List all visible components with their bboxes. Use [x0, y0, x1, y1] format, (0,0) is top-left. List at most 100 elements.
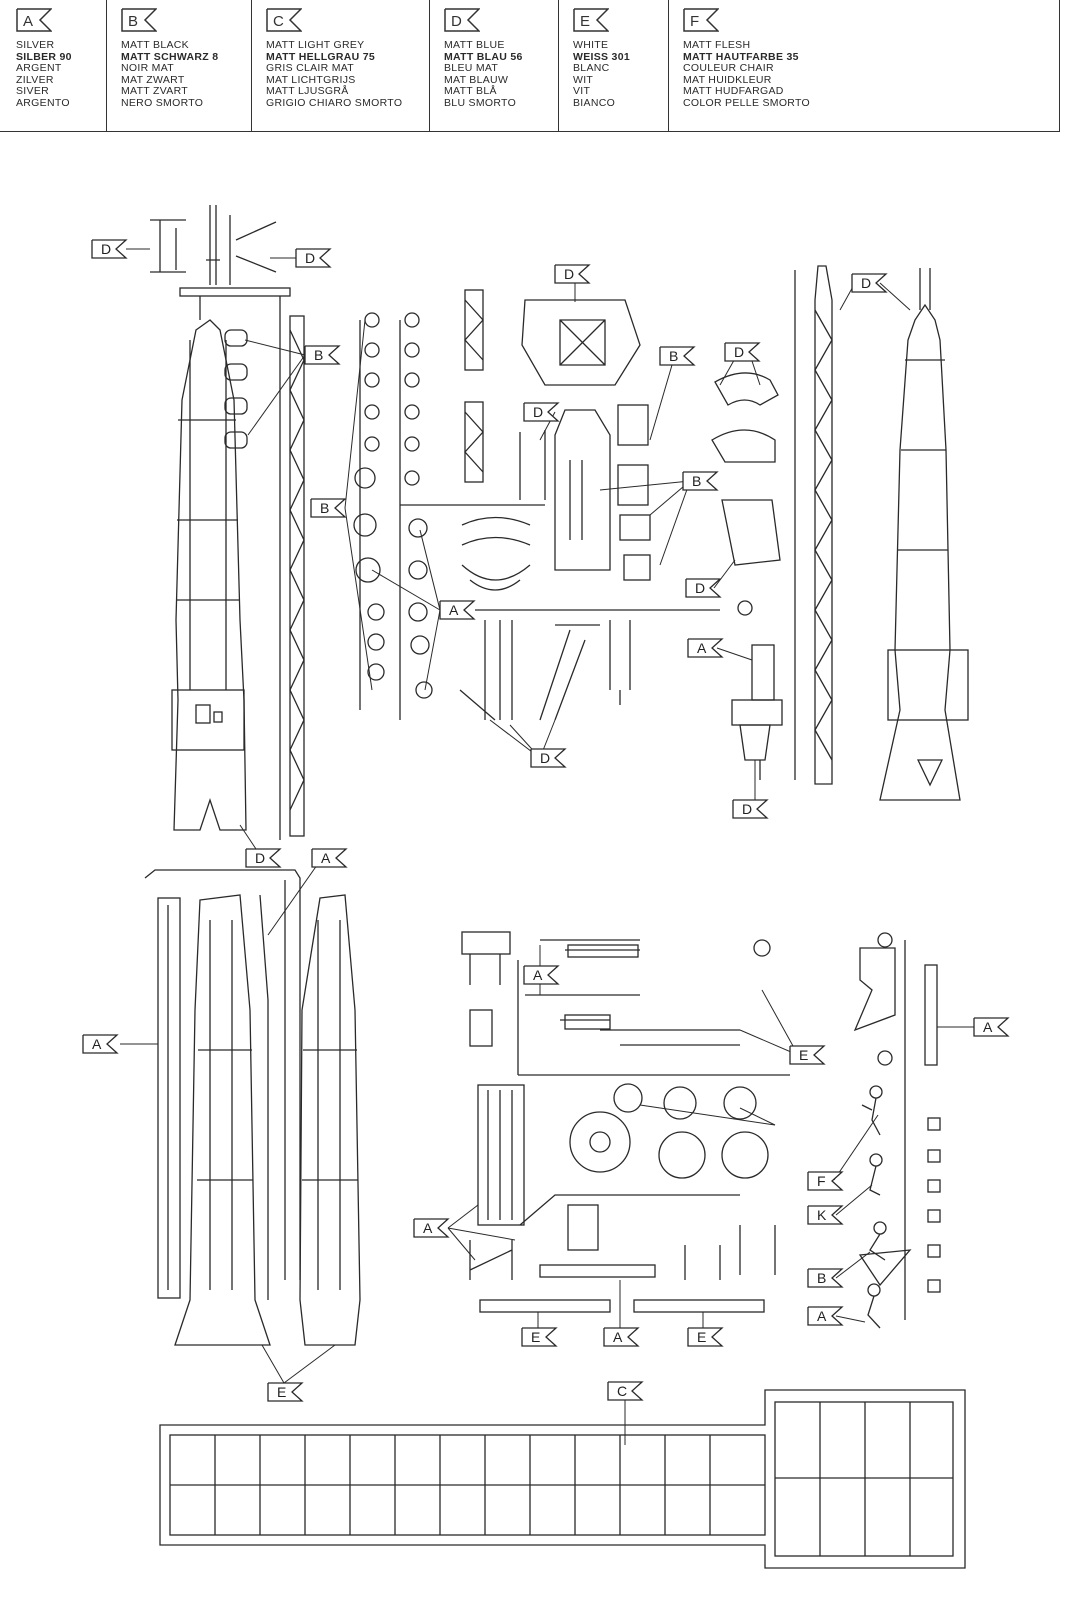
legend-italian: BLU SMORTO — [444, 96, 517, 109]
callout-tag: A — [413, 1218, 450, 1238]
legend-code: E — [580, 13, 590, 30]
svg-text:A: A — [613, 1329, 623, 1345]
callout-tag: A — [687, 638, 724, 658]
flag-icon: E — [573, 8, 609, 32]
svg-text:D: D — [861, 275, 871, 291]
sprue-figures — [853, 932, 941, 1329]
callout-tag: B — [304, 345, 341, 365]
callout-tag: A — [311, 848, 348, 868]
legend-code: F — [690, 13, 699, 30]
legend-column-c: C MATT LIGHT GREY MATT HELLGRAU 75 GRIS … — [251, 0, 429, 132]
svg-text:D: D — [540, 750, 550, 766]
rocket-side-view — [879, 268, 969, 801]
legend-french: BLEU MAT — [444, 62, 499, 75]
legend-italian: GRIGIO CHIARO SMORTO — [266, 96, 403, 109]
svg-text:A: A — [423, 1220, 433, 1236]
flag-icon: B — [121, 8, 157, 32]
callout-tag: K — [807, 1205, 844, 1225]
legend-column-d: D MATT BLUE MATT BLAU 56 BLEU MAT MAT BL… — [429, 0, 558, 132]
callout-tag: E — [789, 1045, 826, 1065]
legend-column-a: A SILVER SILBER 90 ARGENT ZILVER SIVER A… — [0, 0, 106, 132]
legend-paint-number: WEISS 301 — [573, 50, 630, 63]
legend-code: D — [451, 13, 462, 30]
legend-paint-number: MATT SCHWARZ 8 — [121, 50, 219, 63]
svg-text:A: A — [449, 602, 459, 618]
legend-dutch: MAT BLAUW — [444, 73, 509, 86]
flag-icon: D — [444, 8, 480, 32]
legend-code: C — [273, 13, 284, 30]
legend-color-name: WHITE — [573, 39, 609, 51]
legend-italian: COLOR PELLE SMORTO — [683, 96, 810, 109]
svg-text:A: A — [92, 1036, 102, 1052]
svg-text:A: A — [321, 850, 331, 866]
callout-tag: E — [267, 1382, 304, 1402]
callout-tag: D — [245, 848, 282, 868]
svg-text:B: B — [692, 473, 701, 489]
svg-text:A: A — [817, 1308, 827, 1324]
base-plate — [159, 1389, 966, 1569]
svg-text:D: D — [305, 250, 315, 266]
svg-text:B: B — [817, 1270, 826, 1286]
legend-swedish: MATT ZVART — [121, 85, 188, 98]
callout-tag: D — [91, 239, 128, 259]
callout-tag: F — [807, 1171, 844, 1191]
flag-icon: F — [683, 8, 719, 32]
svg-text:D: D — [533, 404, 543, 420]
sprue-right-parts — [711, 265, 833, 785]
sprue-center-parts — [459, 289, 651, 721]
legend-french: BLANC — [573, 62, 610, 75]
callout-tag: B — [807, 1268, 844, 1288]
callout-tag: A — [82, 1034, 119, 1054]
callout-tag: B — [682, 471, 719, 491]
svg-text:K: K — [817, 1207, 827, 1223]
svg-text:E: E — [531, 1329, 540, 1345]
legend-italian: BIANCO — [573, 96, 616, 109]
callout-tag: B — [310, 498, 347, 518]
svg-text:A: A — [983, 1019, 993, 1035]
callout-tag: C — [607, 1381, 644, 1401]
callout-tag: A — [523, 965, 560, 985]
svg-text:D: D — [734, 344, 744, 360]
paint-color-legend: A SILVER SILBER 90 ARGENT ZILVER SIVER A… — [0, 0, 1060, 132]
legend-french: NOIR MAT — [121, 62, 174, 75]
callout-tag: B — [659, 346, 696, 366]
svg-text:F: F — [817, 1173, 826, 1189]
sprue-vehicle-parts — [461, 931, 790, 1313]
sprue-rocket-halves — [144, 869, 361, 1346]
legend-color-name: MATT BLUE — [444, 39, 505, 51]
legend-color-name: SILVER — [16, 39, 55, 51]
legend-italian: NERO SMORTO — [121, 96, 204, 109]
svg-text:E: E — [277, 1384, 286, 1400]
legend-color-name: MATT FLESH — [683, 39, 751, 51]
callout-tag: D — [685, 578, 722, 598]
legend-paint-number: MATT HELLGRAU 75 — [266, 50, 376, 63]
legend-color-name: MATT LIGHT GREY — [266, 39, 365, 51]
leader-lines — [120, 248, 974, 1445]
svg-text:D: D — [101, 241, 111, 257]
callout-tag: D — [530, 748, 567, 768]
svg-text:D: D — [742, 801, 752, 817]
callout-tag: D — [295, 248, 332, 268]
flag-icon: C — [266, 8, 302, 32]
legend-dutch: MAT LICHTGRIJS — [266, 73, 356, 86]
callout-tag: D — [554, 264, 591, 284]
svg-text:A: A — [697, 640, 707, 656]
callout-tag: D — [724, 342, 761, 362]
svg-text:E: E — [697, 1329, 706, 1345]
svg-text:D: D — [695, 580, 705, 596]
svg-text:B: B — [314, 347, 323, 363]
legend-italian: ARGENTO — [16, 96, 70, 109]
legend-paint-number: SILBER 90 — [16, 50, 72, 63]
legend-color-name: MATT BLACK — [121, 39, 189, 51]
svg-text:D: D — [564, 266, 574, 282]
legend-paint-number: MATT BLAU 56 — [444, 50, 523, 63]
legend-dutch: WIT — [573, 73, 594, 86]
legend-swedish: SIVER — [16, 85, 50, 98]
svg-text:A: A — [533, 967, 543, 983]
svg-text:B: B — [320, 500, 329, 516]
parts-diagram: D D B B D D B D A B D D A D D D A A A E … — [82, 205, 1010, 1569]
callout-tag: A — [603, 1327, 640, 1347]
callout-tag: E — [687, 1327, 724, 1347]
svg-text:D: D — [255, 850, 265, 866]
legend-swedish: MATT LJUSGRÅ — [266, 85, 349, 98]
